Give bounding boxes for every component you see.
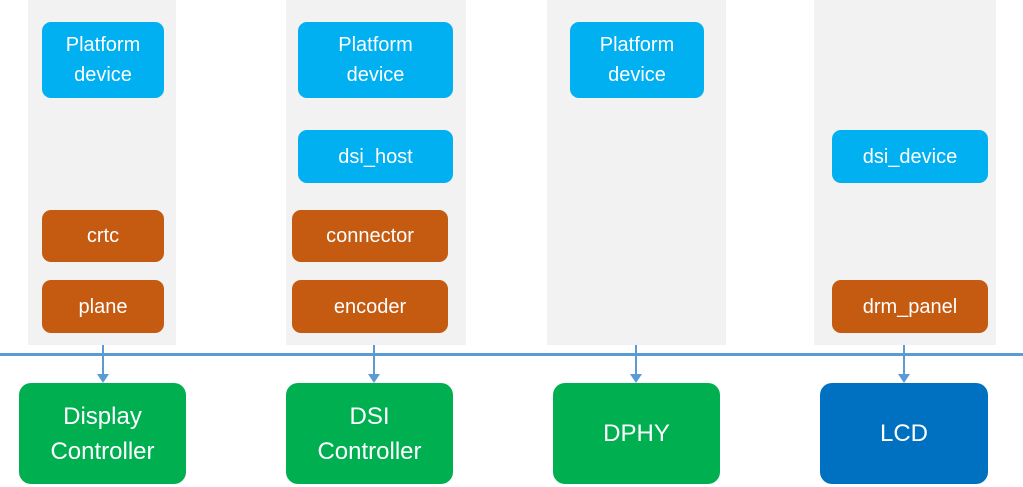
display-arrow (97, 345, 109, 383)
dsi-device-box: dsi_device (832, 130, 988, 183)
encoder-box: encoder (292, 280, 448, 333)
display-controller-box: Display Controller (19, 383, 186, 484)
display-platform-device-box: Platform device (42, 22, 164, 98)
dphy-arrow (630, 345, 642, 383)
dsi-platform-device-box: Platform device (298, 22, 453, 98)
drm-panel-box: drm_panel (832, 280, 988, 333)
lcd-arrow (898, 345, 910, 383)
plane-box: plane (42, 280, 164, 333)
dsi-controller-box: DSI Controller (286, 383, 453, 484)
dsi-host-box: dsi_host (298, 130, 453, 183)
lcd-box: LCD (820, 383, 988, 484)
dphy-box: DPHY (553, 383, 720, 484)
crtc-box: crtc (42, 210, 164, 262)
connector-box: connector (292, 210, 448, 262)
bus-line (0, 353, 1023, 356)
dphy-platform-device-box: Platform device (570, 22, 704, 98)
dsi-arrow (368, 345, 380, 383)
